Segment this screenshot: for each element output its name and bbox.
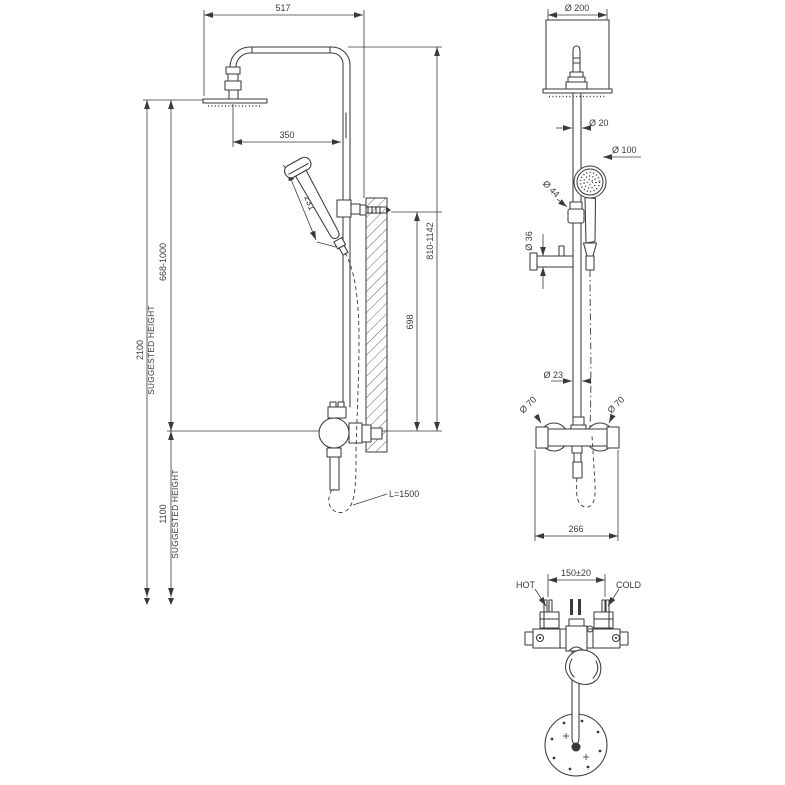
- mixer-valve-side: [318, 401, 383, 491]
- shower-hose-side: L=1500: [328, 252, 419, 513]
- dim-wall-bar-label: 698: [405, 314, 415, 329]
- hot-label: HOT: [516, 580, 536, 590]
- wall-bracket-front: Ø 36: [524, 231, 574, 289]
- dim-riser: Ø 23: [543, 370, 591, 384]
- wall-section: [365, 197, 388, 453]
- side-reference-lines: [143, 10, 442, 432]
- dim-riser-diameter-label: Ø 23: [543, 370, 563, 380]
- hand-shower-top: [565, 649, 602, 685]
- dim-valve-height-note: SUGGESTED HEIGHT: [171, 469, 180, 558]
- dim-wall-bracket-diameter-label: Ø 36: [524, 231, 534, 251]
- dim-overall-height-label: 2100: [135, 340, 145, 360]
- hand-shower-front: Ø 100: [573, 145, 641, 429]
- dim-riser-adjust-label: 810-1142: [425, 222, 435, 259]
- riser-pipe-front: [572, 92, 582, 419]
- dim-top-pipe: Ø 20: [556, 118, 609, 131]
- side-view: 517 350 231 668-1000 2100 SUGGESTED HEIG…: [135, 3, 442, 605]
- dim-valve-height-label: 1100: [158, 504, 168, 523]
- dim-head-offset-label: 350: [279, 130, 294, 140]
- dim-supply-spacing: 150±20 HOT COLD: [516, 568, 642, 607]
- rain-head-side: [202, 98, 268, 107]
- rain-head-front: Ø 200: [542, 3, 613, 98]
- dim-arm-reach-label: 517: [275, 3, 290, 13]
- cold-label: COLD: [616, 580, 642, 590]
- dim-valve-width-label: 266: [568, 524, 583, 534]
- dim-top-pipe-label: Ø 20: [589, 118, 609, 128]
- shower-column-side: [202, 46, 351, 408]
- dim-head-diameter-label: Ø 200: [565, 3, 590, 13]
- side-dimensions: 517 350 231 668-1000 2100 SUGGESTED HEIG…: [135, 3, 440, 605]
- dim-slider-diameter-label: Ø 44: [541, 178, 562, 199]
- valve-body-top: [524, 599, 629, 652]
- hose-length-label: L=1500: [389, 489, 419, 499]
- hand-shower-side: [283, 156, 349, 256]
- mixer-valve-front: Ø 70 Ø 70 266: [517, 394, 626, 541]
- top-view: 150±20 HOT COLD: [516, 568, 642, 777]
- dim-right-trim-label: Ø 70: [605, 394, 626, 415]
- front-view: Ø 200 Ø 20: [517, 3, 641, 541]
- dim-handset-diameter-label: Ø 100: [612, 145, 637, 155]
- dim-supply-spacing-label: 150±20: [561, 568, 591, 578]
- dim-handset-range-label: 668-1000: [158, 243, 168, 281]
- dim-left-trim-label: Ø 70: [517, 394, 538, 415]
- slide-bracket-side: [336, 199, 391, 218]
- dim-overall-height-note: SUGGESTED HEIGHT: [147, 305, 156, 394]
